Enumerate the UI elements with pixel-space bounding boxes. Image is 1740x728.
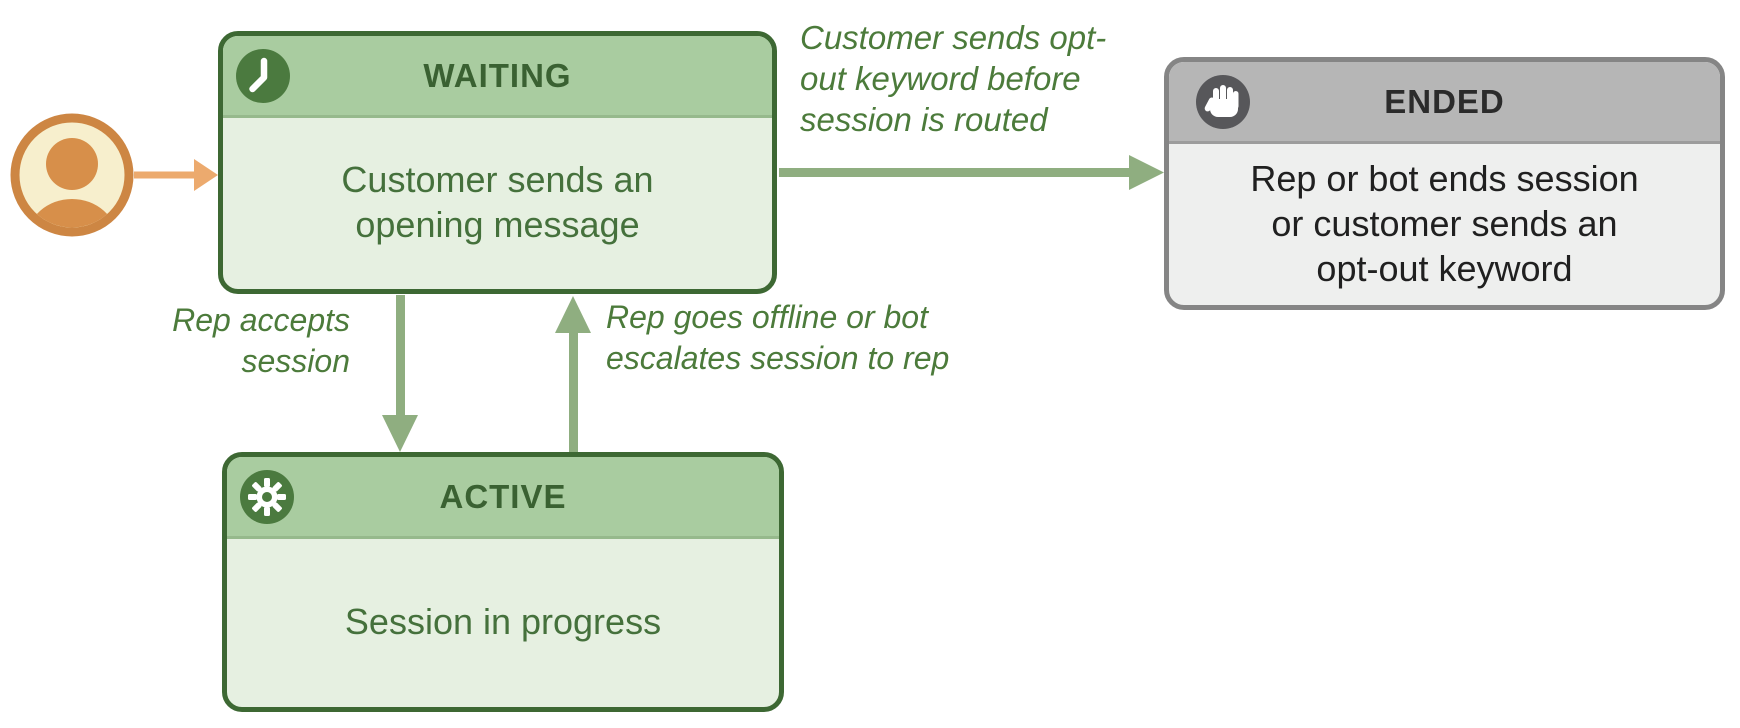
arrow-waiting-to-ended (779, 155, 1164, 190)
active-description: Session in progress (227, 539, 779, 704)
ended-header: ENDED (1169, 62, 1720, 144)
waiting-description-line: opening message (355, 204, 640, 245)
active-description-line: Session in progress (344, 601, 662, 642)
state-box-waiting: WAITING Customer sends an opening messag… (218, 31, 777, 294)
ended-description-line: Rep or bot ends session (1250, 157, 1639, 199)
customer-avatar (10, 113, 134, 237)
active-header: ACTIVE (227, 457, 779, 539)
label-line: Rep accepts (172, 302, 350, 338)
ended-title: ENDED (1384, 82, 1505, 120)
person-icon (10, 113, 134, 237)
label-line: Customer sends opt- (800, 19, 1107, 56)
state-box-ended: ENDED Rep or bot ends session or custome… (1164, 57, 1725, 310)
arrow-waiting-to-active (382, 295, 418, 452)
waiting-header: WAITING (223, 36, 772, 118)
label-line: session is routed (800, 101, 1048, 138)
state-box-active: ACTIVE Session in progress (222, 452, 784, 712)
ended-description: Rep or bot ends session or customer send… (1169, 144, 1720, 302)
active-title: ACTIVE (439, 477, 567, 515)
hand-icon (1196, 74, 1250, 129)
arrow-active-to-waiting (555, 296, 591, 453)
transition-label-waiting-to-ended: Customer sends opt- out keyword before s… (800, 17, 1160, 140)
label-line: Rep goes offline or bot (606, 299, 928, 335)
transition-label-waiting-to-active: Rep accepts session (118, 300, 350, 382)
waiting-description: Customer sends an opening message (223, 118, 772, 286)
arrow-customer-to-waiting (134, 159, 218, 191)
gear-icon (240, 469, 294, 524)
label-line: session (241, 343, 351, 379)
ended-description-line: or customer sends an (1271, 202, 1618, 244)
ended-description-line: opt-out keyword (1316, 247, 1573, 289)
transition-label-active-to-waiting: Rep goes offline or bot escalates sessio… (606, 297, 1086, 379)
waiting-description-line: Customer sends an (341, 159, 654, 200)
label-line: out keyword before (800, 60, 1081, 97)
label-line: escalates session to rep (606, 340, 950, 376)
waiting-title: WAITING (423, 56, 572, 94)
clock-icon (236, 48, 290, 103)
